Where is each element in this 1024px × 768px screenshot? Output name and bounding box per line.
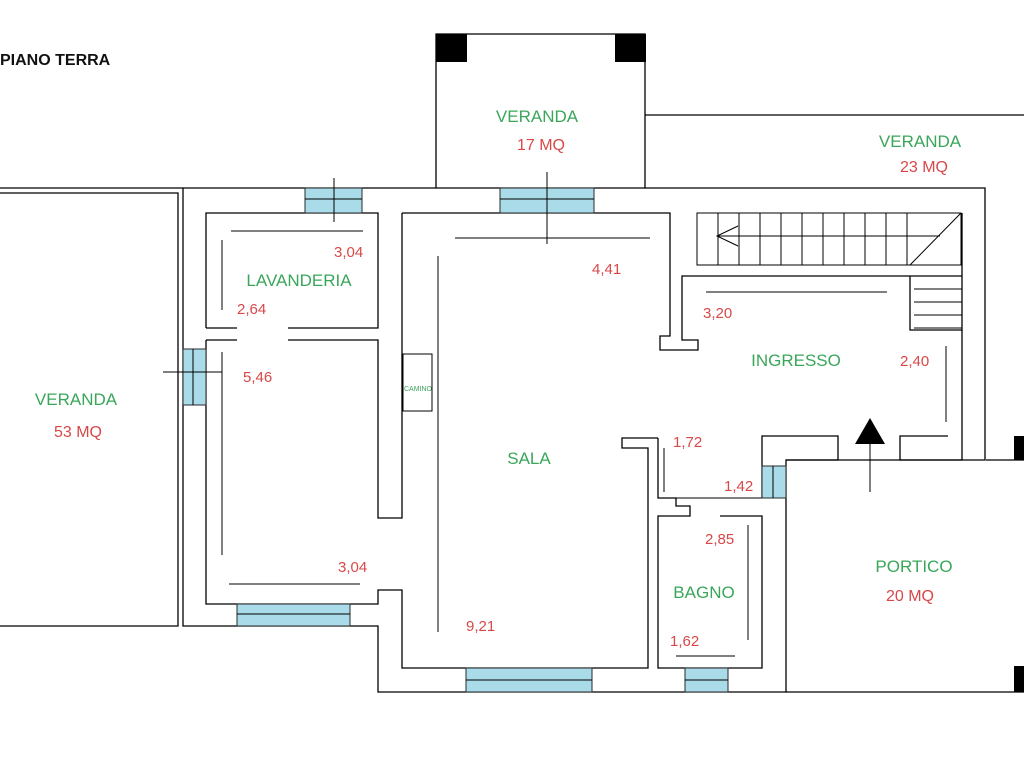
veranda-left-outline — [0, 187, 183, 627]
area-label-veranda-left: 53 MQ — [54, 424, 102, 441]
room-label-ingresso: INGRESSO — [751, 351, 841, 370]
entrance-arrow-icon — [855, 418, 885, 492]
dimension-hall: 1,72 — [673, 434, 702, 451]
window-bagno-side — [761, 465, 787, 499]
window-lavanderia — [304, 178, 363, 222]
windows — [163, 172, 787, 693]
veranda-top-outline — [435, 33, 646, 188]
sala-walls: CAMINO — [402, 212, 962, 632]
area-label-veranda-top: 17 MQ — [517, 137, 565, 154]
window-corridor-left — [163, 348, 222, 406]
area-label-veranda-right: 23 MQ — [900, 159, 948, 176]
staircase — [696, 212, 963, 331]
dimension-sala-top: 4,41 — [592, 261, 621, 278]
dimension-bagno-bottom: 1,62 — [670, 633, 699, 650]
room-label-sala: SALA — [507, 449, 551, 468]
window-corridor-bottom — [236, 603, 351, 627]
dimension-corridor-bottom: 3,04 — [338, 559, 367, 576]
room-label-bagno: BAGNO — [673, 583, 734, 602]
dimension-corridor-side: 5,46 — [243, 369, 272, 386]
area-label-portico: 20 MQ — [886, 588, 934, 605]
room-label-portico: PORTICO — [875, 557, 952, 576]
dimension-ingresso-side: 2,40 — [900, 353, 929, 370]
dimension-lav-top: 3,04 — [334, 244, 363, 261]
dimension-lav-side: 2,64 — [237, 301, 266, 318]
dimension-bagno-door: 1,42 — [724, 478, 753, 495]
lavanderia-walls — [205, 212, 403, 519]
dimension-sala-bottom: 9,21 — [466, 618, 495, 635]
window-sala-top — [499, 172, 595, 244]
plan-title: PIANO TERRA — [0, 52, 111, 69]
ingresso-walls — [706, 291, 963, 461]
fireplace-label: CAMINO — [404, 386, 433, 393]
window-sala-bottom — [465, 667, 593, 693]
dimension-bagno-side: 2,85 — [705, 531, 734, 548]
dimension-ingresso-top: 3,20 — [703, 305, 732, 322]
window-bagno-bottom — [684, 667, 729, 693]
room-label-veranda-left: VERANDA — [35, 390, 118, 409]
room-label-lavanderia: LAVANDERIA — [246, 271, 352, 290]
room-label-veranda-top: VERANDA — [496, 107, 579, 126]
room-label-veranda-right: VERANDA — [879, 132, 962, 151]
